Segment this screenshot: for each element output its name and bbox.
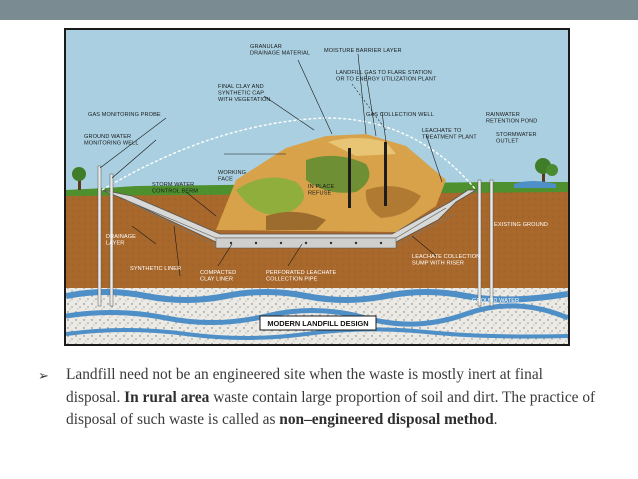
gas-well-pipe	[348, 148, 351, 208]
bullet-arrow-icon: ➢	[38, 368, 49, 383]
gas-well-pipe-2	[384, 142, 387, 206]
caption-paragraph: ➢ Landfill need not be an engineered sit…	[38, 364, 600, 432]
retention-pond	[514, 181, 556, 188]
caption-seg2: waste contain large proportion of soil a…	[66, 388, 596, 429]
label-synthetic-liner: SYNTHETIC LINER	[130, 266, 181, 272]
gas-probe-pipe	[97, 165, 102, 307]
diagram-title: MODERN LANDFILL DESIGN	[267, 319, 368, 328]
caption-bold-rural: In rural area	[124, 388, 210, 406]
tree-right	[535, 158, 558, 184]
label-existing-ground: EXISTING GROUND	[494, 222, 548, 228]
label-gas-well: GAS COLLECTION WELL	[366, 112, 434, 118]
diagram-title-box	[259, 315, 377, 331]
label-ground-water: GROUND WATER	[472, 298, 519, 304]
caption-bold-method: non–engineered disposal method	[279, 411, 494, 428]
groundwater-well-pipe	[109, 173, 114, 307]
caption-seg1: Landfill need not be an engineered site …	[66, 366, 543, 406]
label-moisture: MOISTURE BARRIER LAYER	[324, 48, 402, 54]
caption-seg3: .	[493, 411, 498, 428]
tree-left	[72, 167, 86, 190]
caption-text: Landfill need not be an engineered site …	[66, 364, 600, 432]
label-gas-probe: GAS MONITORING PROBE	[88, 112, 161, 118]
slide-header-bar	[0, 0, 638, 20]
